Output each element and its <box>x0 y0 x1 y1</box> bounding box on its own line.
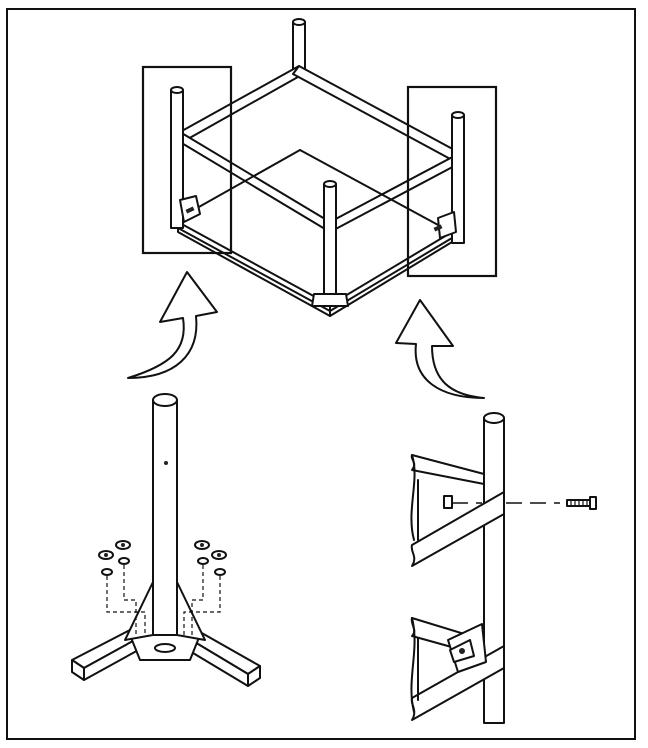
corner-post <box>152 399 178 636</box>
lower-rail <box>410 617 505 721</box>
corner-post-base-detail <box>71 393 261 687</box>
bolt-nut <box>443 495 453 509</box>
right-post <box>433 111 465 244</box>
side-rail-bolt-detail <box>410 412 597 724</box>
right-fasteners <box>183 540 227 636</box>
left-curved-arrow <box>127 271 218 379</box>
upper-rail <box>410 454 505 567</box>
bottom-rails <box>177 149 453 317</box>
left-callout-box <box>141 65 233 255</box>
right-callout-box <box>406 85 498 278</box>
bolt-icon <box>566 496 597 510</box>
left-post <box>170 86 201 229</box>
diagram-border <box>6 8 636 740</box>
bolt-assembly <box>443 495 597 510</box>
base-plate <box>71 581 261 687</box>
right-curved-arrow <box>395 299 485 399</box>
left-fasteners <box>98 540 146 636</box>
post-top <box>152 393 178 407</box>
top-rails <box>179 65 461 233</box>
frame-assembly <box>141 18 498 317</box>
front-post <box>311 180 349 307</box>
back-post <box>292 18 306 71</box>
